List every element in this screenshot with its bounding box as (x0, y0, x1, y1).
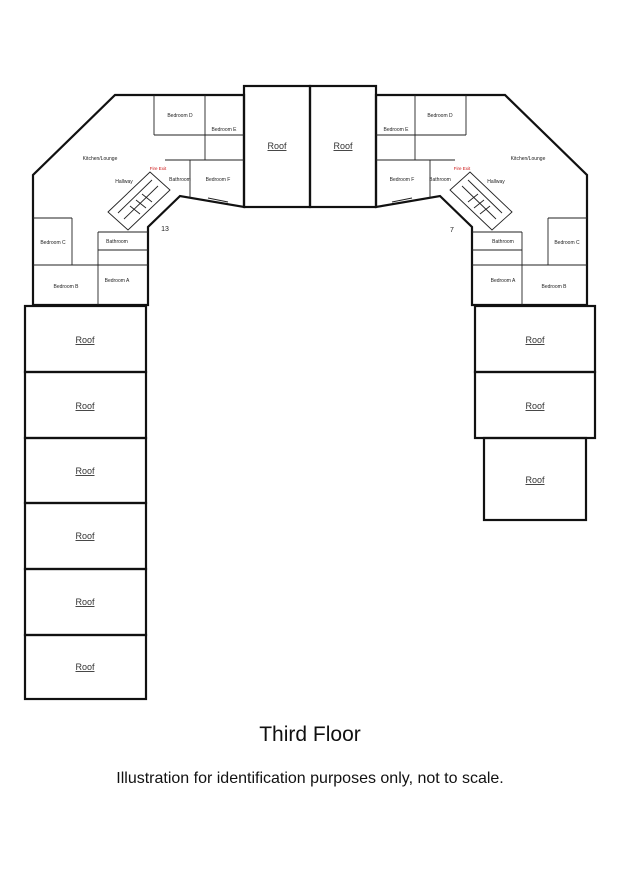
left-bedroom-f-label: Bedroom F (206, 177, 231, 183)
right-wing-apartment: Bedroom D Bedroom E Kitchen/Lounge Hallw… (374, 93, 589, 307)
left-unit-number: 13 (161, 226, 169, 233)
roof-label: Roof (75, 401, 95, 411)
right-unit-number: 7 (450, 227, 454, 234)
left-kitchen-lounge-label: Kitchen/Lounge (83, 156, 118, 162)
roof-label: Roof (333, 141, 353, 151)
right-bedroom-c-label: Bedroom C (554, 240, 580, 246)
left-wing-apartment: Bedroom D Bedroom E Kitchen/Lounge Hallw… (31, 93, 246, 307)
right-bathroom-label: Bathroom (492, 239, 514, 245)
roof-label: Roof (525, 335, 545, 345)
roof-label: Roof (75, 597, 95, 607)
right-roof-column: Roof Roof Roof (473, 304, 597, 522)
right-bathroom-label: Bathroom (429, 177, 451, 183)
left-bedroom-a-label: Bedroom A (105, 278, 130, 284)
roof-label: Roof (75, 662, 95, 672)
right-bedroom-b-label: Bedroom B (541, 284, 567, 290)
right-bedroom-d-label: Bedroom D (427, 113, 453, 119)
left-bedroom-d-label: Bedroom D (167, 113, 193, 119)
roof-label: Roof (525, 401, 545, 411)
right-hallway-label: Hallway (487, 179, 505, 185)
roof-label: Roof (75, 335, 95, 345)
left-bedroom-c-label: Bedroom C (40, 240, 66, 246)
right-bedroom-a-label: Bedroom A (491, 278, 516, 284)
left-fire-exit-label: Fire Exit (150, 166, 167, 171)
left-roof-column: Roof Roof Roof Roof Roof Roof (23, 304, 148, 701)
central-roof-block: Roof Roof (242, 84, 378, 209)
roof-label: Roof (75, 466, 95, 476)
disclaimer-text: Illustration for identification purposes… (116, 770, 504, 787)
right-kitchen-lounge-label: Kitchen/Lounge (511, 156, 546, 162)
left-bathroom-label: Bathroom (169, 177, 191, 183)
right-bedroom-e-label: Bedroom E (383, 127, 409, 133)
left-bedroom-e-label: Bedroom E (211, 127, 237, 133)
floor-title: Third Floor (259, 723, 361, 746)
roof-label: Roof (267, 141, 287, 151)
left-bedroom-b-label: Bedroom B (53, 284, 79, 290)
roof-label: Roof (75, 531, 95, 541)
left-hallway-label: Hallway (115, 179, 133, 185)
roof-label: Roof (525, 475, 545, 485)
right-bedroom-f-label: Bedroom F (390, 177, 415, 183)
right-fire-exit-label: Fire Exit (454, 166, 471, 171)
left-bathroom-label: Bathroom (106, 239, 128, 245)
